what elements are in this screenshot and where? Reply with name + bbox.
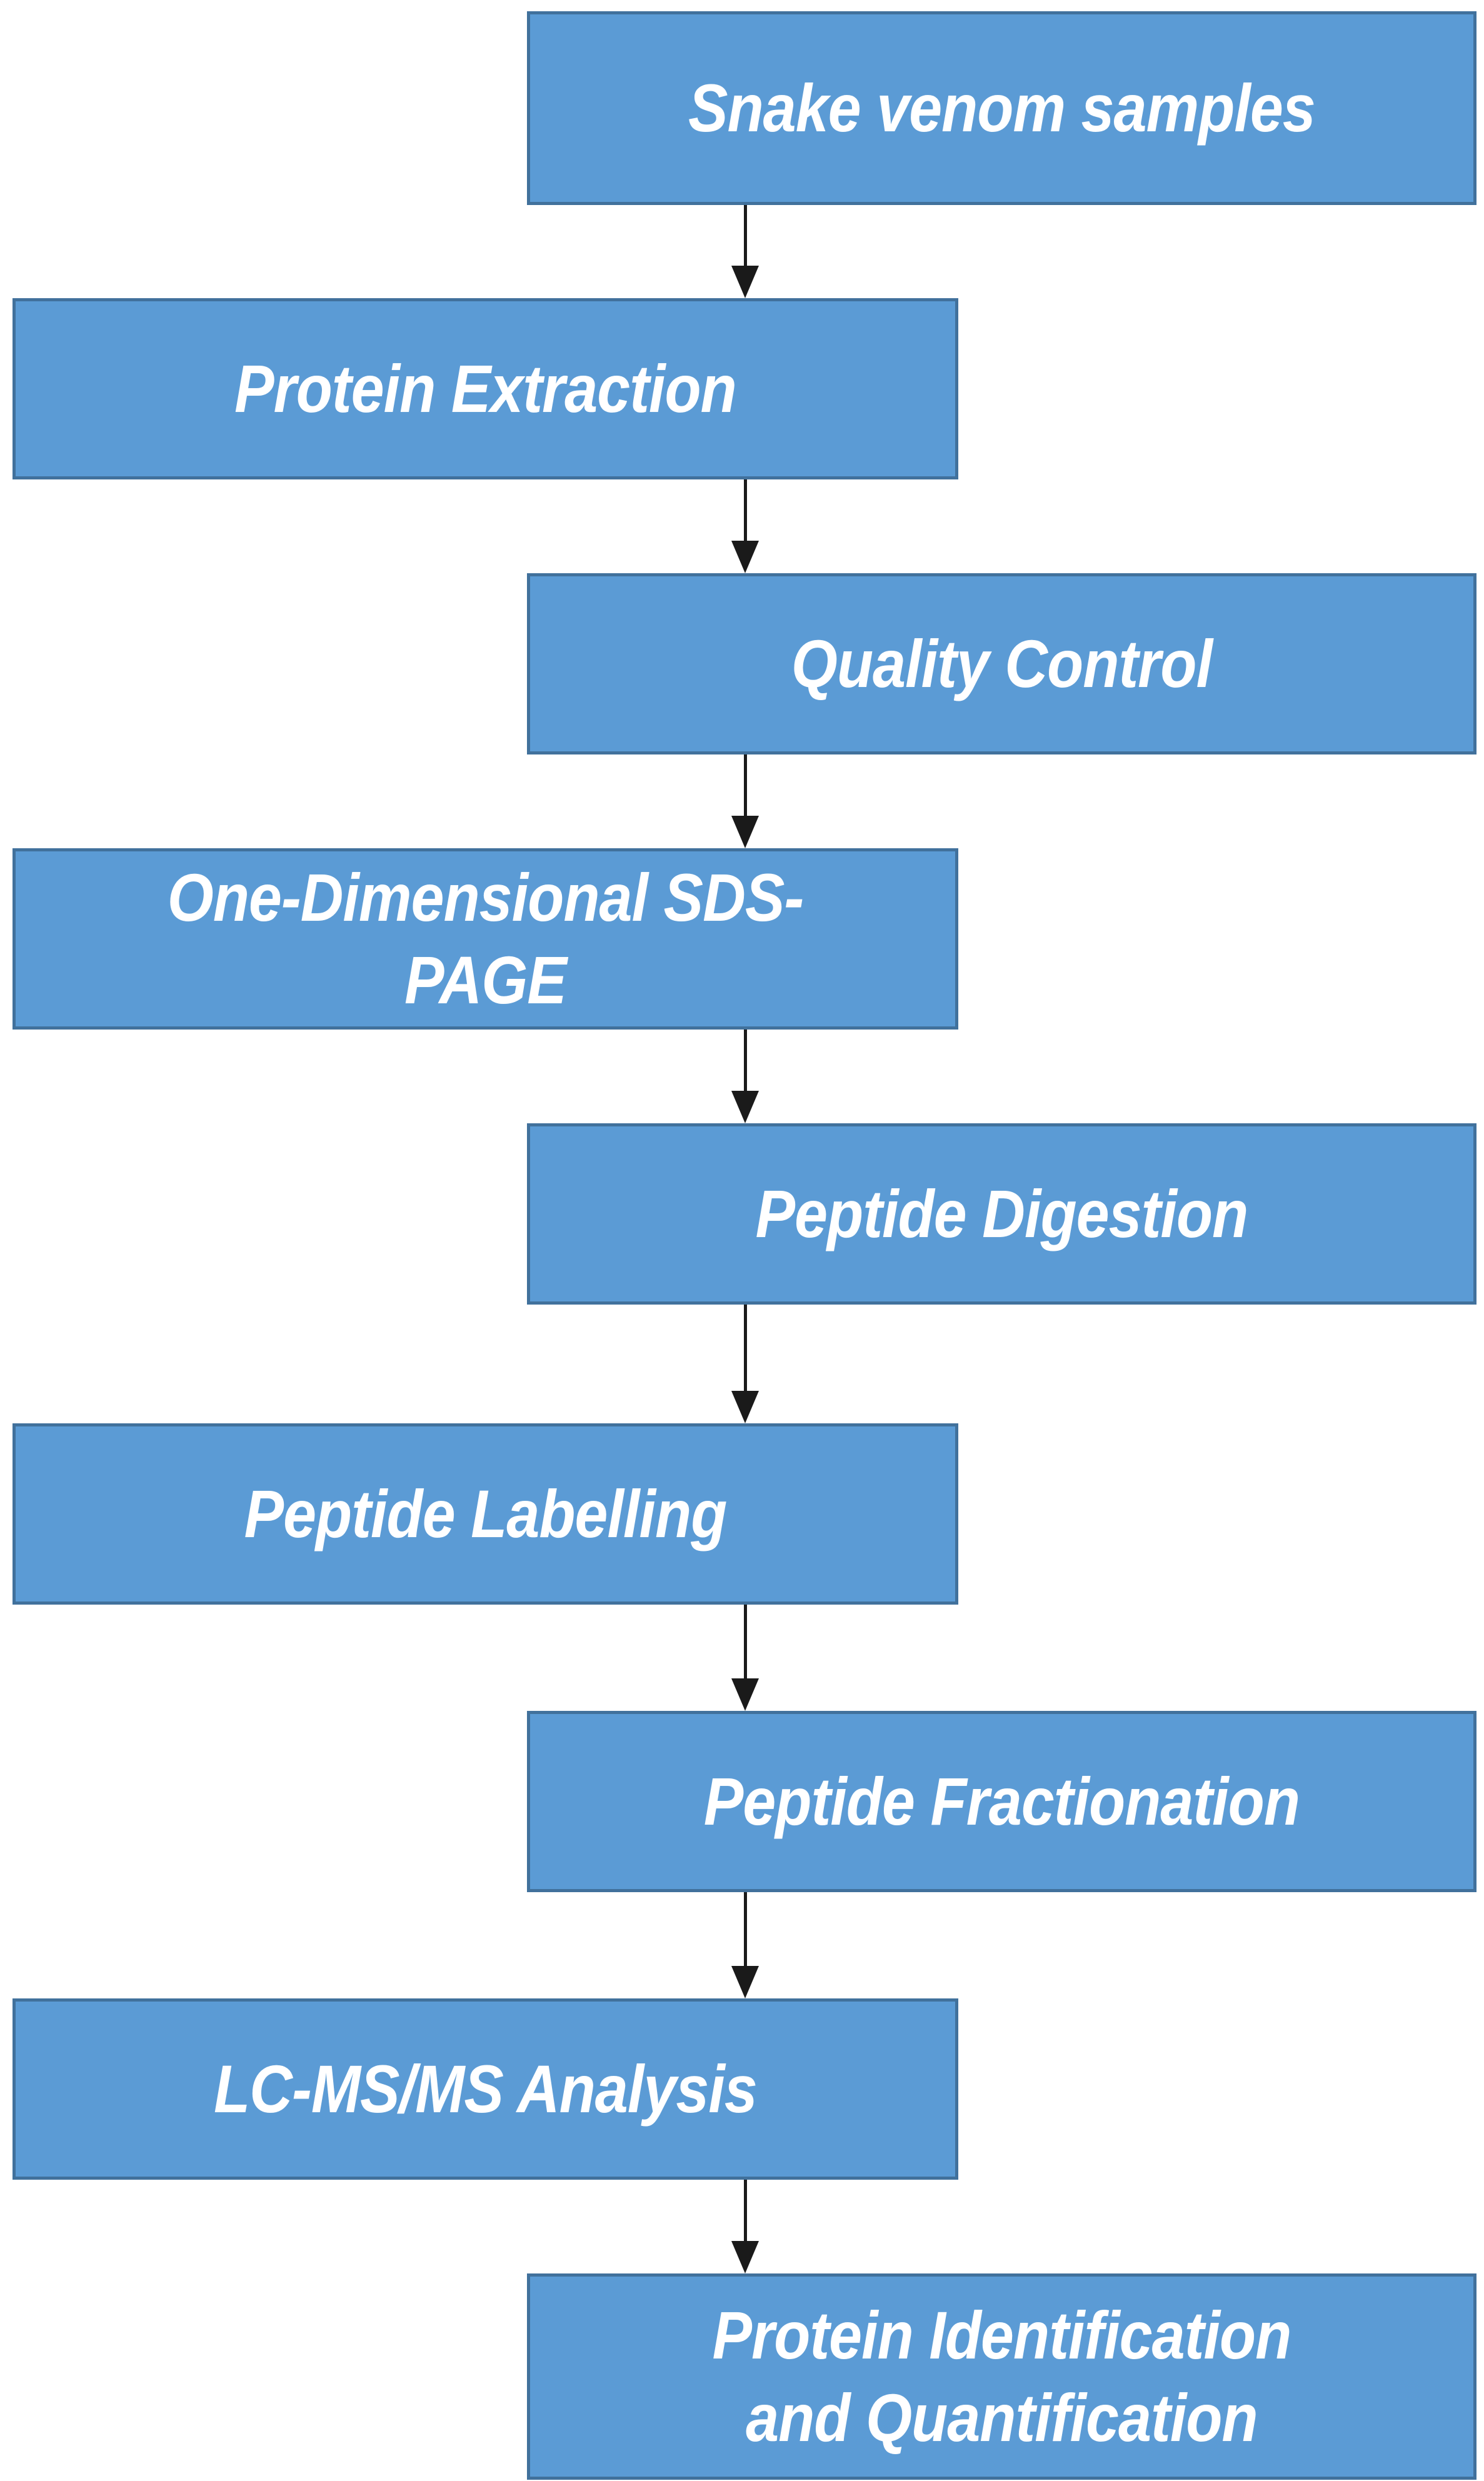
arrow-down-icon-1 xyxy=(731,205,759,298)
arrow-shaft xyxy=(743,2180,747,2241)
arrow-head xyxy=(731,1391,759,1423)
arrow-shaft xyxy=(743,1305,747,1391)
arrow-down-icon-3 xyxy=(731,754,759,848)
flow-node-label: Protein Identification and Quantificatio… xyxy=(712,2297,1292,2455)
arrow-shaft xyxy=(743,205,747,266)
flow-node-label: Protein Extraction xyxy=(234,351,737,427)
arrow-head xyxy=(731,2241,759,2273)
flow-node-peptide-digestion[interactable]: Peptide Digestion xyxy=(527,1123,1476,1305)
arrow-shaft xyxy=(743,1605,747,1678)
arrow-shaft xyxy=(743,1892,747,1966)
arrow-head xyxy=(731,1966,759,1998)
arrow-shaft xyxy=(743,754,747,816)
flow-node-label: Peptide Fractionation xyxy=(703,1763,1300,1840)
arrow-head xyxy=(731,816,759,848)
flow-node-protein-identification-quantification[interactable]: Protein Identification and Quantificatio… xyxy=(527,2273,1476,2480)
flow-node-snake-venom-samples[interactable]: Snake venom samples xyxy=(527,11,1476,205)
arrow-down-icon-5 xyxy=(731,1305,759,1423)
flow-node-label: LC-MS/MS Analysis xyxy=(214,2051,758,2127)
flow-node-one-dimensional-sds-page[interactable]: One-Dimensional SDS- PAGE xyxy=(13,848,958,1030)
arrow-head xyxy=(731,541,759,573)
flow-node-peptide-fractionation[interactable]: Peptide Fractionation xyxy=(527,1711,1476,1892)
flow-node-peptide-labelling[interactable]: Peptide Labelling xyxy=(13,1423,958,1605)
arrow-down-icon-6 xyxy=(731,1605,759,1711)
flow-node-label: One-Dimensional SDS- PAGE xyxy=(167,860,804,1018)
flow-node-protein-extraction[interactable]: Protein Extraction xyxy=(13,298,958,479)
flow-node-label: Peptide Labelling xyxy=(244,1476,728,1552)
arrow-down-icon-8 xyxy=(731,2180,759,2273)
arrow-shaft xyxy=(743,479,747,541)
flow-node-label: Peptide Digestion xyxy=(755,1176,1249,1252)
flow-node-label: Snake venom samples xyxy=(688,70,1316,146)
flow-node-label: Quality Control xyxy=(791,626,1213,702)
arrow-down-icon-2 xyxy=(731,479,759,573)
arrow-head xyxy=(731,1091,759,1123)
flow-node-quality-control[interactable]: Quality Control xyxy=(527,573,1476,754)
arrow-head xyxy=(731,266,759,298)
flow-node-lc-ms-ms-analysis[interactable]: LC-MS/MS Analysis xyxy=(13,1998,958,2180)
arrow-down-icon-7 xyxy=(731,1892,759,1998)
arrow-head xyxy=(731,1678,759,1711)
arrow-shaft xyxy=(743,1030,747,1091)
arrow-down-icon-4 xyxy=(731,1030,759,1123)
